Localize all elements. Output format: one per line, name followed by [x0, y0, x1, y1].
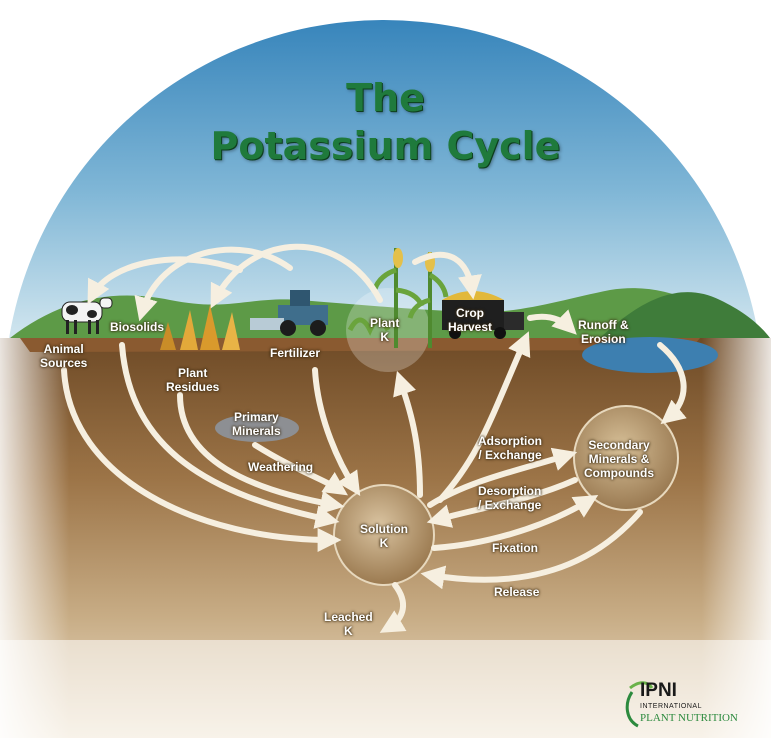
- label-biosolids: Biosolids: [110, 320, 165, 334]
- title-line-1: The: [346, 76, 425, 120]
- mineral-rock-icon: [215, 414, 299, 442]
- tractor-icon: [250, 290, 328, 336]
- title-line-2: Potassium Cycle: [210, 124, 561, 168]
- arrow-biosolids-to-solution: [119, 342, 340, 529]
- label-release: Release: [494, 585, 540, 599]
- label-desorption-exchange: Desorption/ Exchange: [478, 484, 542, 512]
- arrow-solution-to-plant: [393, 370, 423, 498]
- arrow-runoff-to-secondary: [657, 342, 687, 425]
- arrow-solution-to-runoff: [437, 331, 531, 503]
- arrow-to-plant-residues: [210, 243, 383, 309]
- corn-plant-icon: [346, 248, 449, 372]
- arrow-to-runoff: [527, 309, 577, 335]
- arrow-to-crop-harvest: [412, 251, 482, 300]
- crop-residue-icon: [160, 305, 240, 350]
- arrow-desorption: [426, 477, 578, 528]
- label-weathering: Weathering: [248, 460, 314, 474]
- label-fixation: Fixation: [492, 541, 539, 555]
- ipni-logo: [625, 681, 654, 728]
- arrow-minerals-to-solution: [252, 442, 348, 496]
- arrow-fertilizer-to-solution: [312, 367, 361, 497]
- pond: [582, 337, 718, 373]
- label-runoff-erosion: Runoff &Erosion: [578, 318, 629, 346]
- harvest-truck-icon: [442, 291, 524, 339]
- label-adsorption-exchange: Adsorption/ Exchange: [478, 434, 542, 462]
- logo-subtitle-2: PLANT NUTRITION: [640, 712, 738, 724]
- arrow-to-biosolids: [134, 246, 293, 322]
- arrow-animal-to-solution: [61, 367, 342, 552]
- arrow-adsorption: [427, 447, 578, 508]
- cycle-arrows: [61, 243, 687, 633]
- logo-name: IPNI: [640, 680, 677, 701]
- arrow-leached: [379, 582, 407, 633]
- arrow-fixation: [431, 495, 599, 551]
- logo-subtitle-1: INTERNATIONAL: [640, 703, 702, 710]
- label-fertilizer: Fertilizer: [270, 346, 321, 360]
- arrow-release: [420, 509, 643, 590]
- arrow-to-animal-sources: [87, 256, 243, 305]
- arrow-residues-to-solution: [177, 392, 345, 515]
